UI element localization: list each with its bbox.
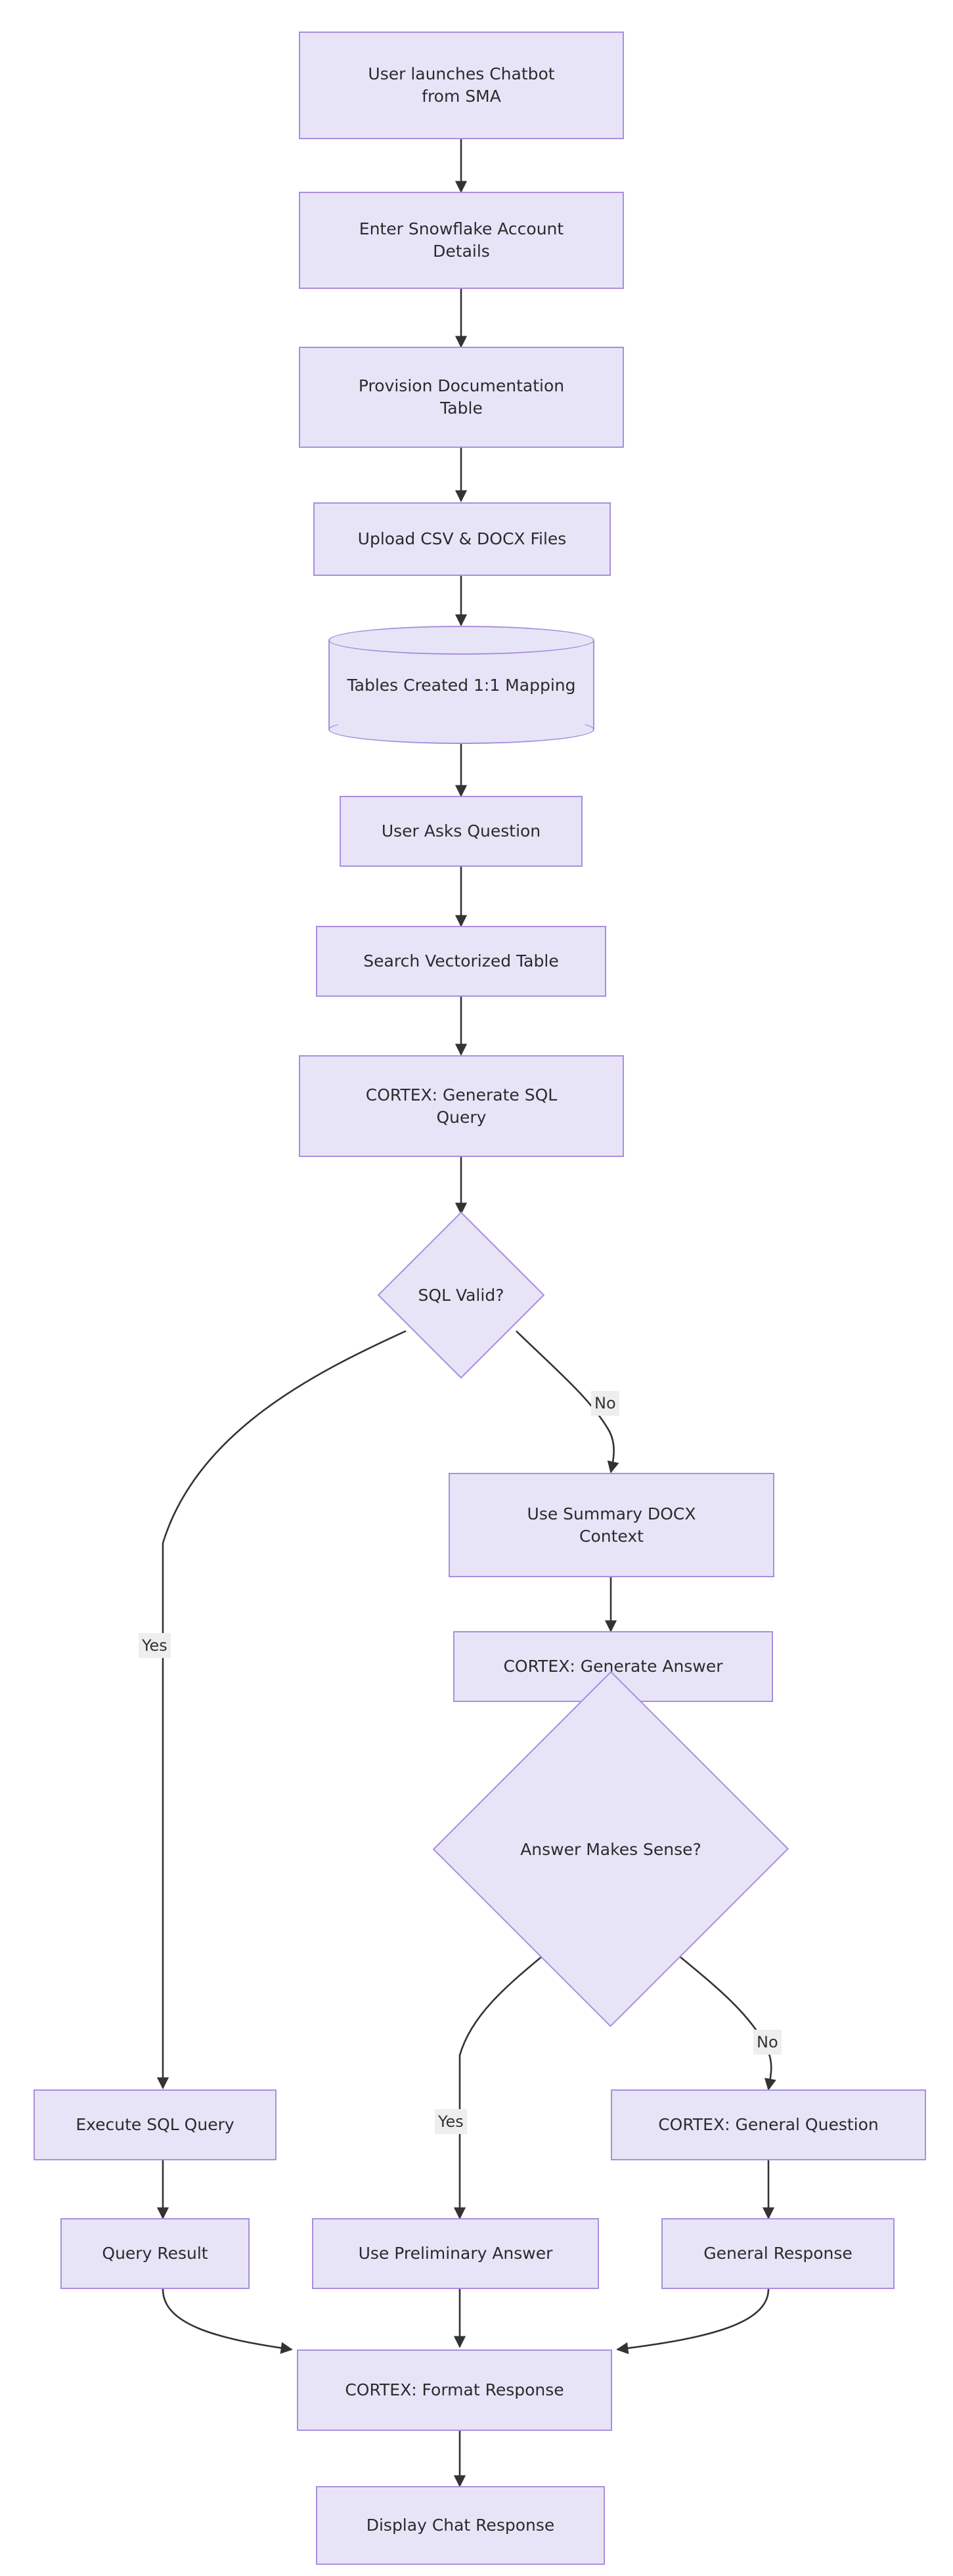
- node-query-result[interactable]: Query Result: [60, 2218, 250, 2289]
- cylinder-top: [328, 626, 594, 655]
- node-enter-account[interactable]: Enter Snowflake Account Details: [299, 192, 624, 289]
- node-label: Execute SQL Query: [76, 2115, 234, 2135]
- node-label: Query Result: [102, 2244, 208, 2263]
- node-label: User Asks Question: [381, 821, 541, 841]
- node-launch-chatbot[interactable]: User launches Chatbot from SMA: [299, 32, 624, 139]
- edge-label-answer-sense-no: No: [753, 2030, 782, 2055]
- node-execute-sql-query[interactable]: Execute SQL Query: [33, 2089, 277, 2160]
- node-label: CORTEX: Format Response: [345, 2380, 564, 2400]
- node-label: Search Vectorized Table: [363, 951, 559, 971]
- node-provision-table[interactable]: Provision Documentation Table: [299, 347, 624, 448]
- node-label: Tables Created 1:1 Mapping: [347, 675, 576, 695]
- node-search-vectorized-table[interactable]: Search Vectorized Table: [316, 926, 606, 997]
- node-label: Enter Snowflake Account Details: [359, 219, 564, 261]
- edge-label-answer-sense-yes: Yes: [435, 2109, 467, 2134]
- node-cortex-format-response[interactable]: CORTEX: Format Response: [297, 2349, 612, 2431]
- node-label: Display Chat Response: [366, 2516, 555, 2535]
- edge-result-to-format: [162, 2288, 293, 2354]
- node-label: General Response: [703, 2244, 853, 2263]
- node-user-asks-question[interactable]: User Asks Question: [340, 796, 583, 867]
- edge-genresp-to-format: [616, 2288, 770, 2355]
- node-generate-answer[interactable]: CORTEX: Generate Answer: [453, 1631, 773, 1702]
- node-label: Provision Documentation Table: [358, 376, 565, 418]
- edge-label-sql-valid-no: No: [591, 1391, 619, 1416]
- node-label: CORTEX: Generate SQL Query: [365, 1085, 558, 1127]
- edge-valid-yes: [156, 1330, 407, 2089]
- node-general-response[interactable]: General Response: [661, 2218, 895, 2289]
- edge-label-sql-valid-yes: Yes: [139, 1633, 171, 1658]
- node-label: Use Preliminary Answer: [358, 2244, 553, 2263]
- node-tables-created[interactable]: Tables Created 1:1 Mapping: [328, 626, 594, 744]
- node-use-summary-docx-context[interactable]: Use Summary DOCX Context: [449, 1473, 774, 1577]
- node-label: Upload CSV & DOCX Files: [357, 529, 567, 549]
- node-cortex-general-question[interactable]: CORTEX: General Question: [611, 2089, 926, 2160]
- node-label: SQL Valid?: [418, 1285, 504, 1305]
- node-label: Use Summary DOCX Context: [527, 1504, 696, 1546]
- edge-sense-yes: [453, 1944, 556, 2219]
- node-use-preliminary-answer[interactable]: Use Preliminary Answer: [312, 2218, 599, 2289]
- cylinder-bottom: [328, 715, 594, 744]
- node-label: CORTEX: Generate Answer: [503, 1657, 723, 1676]
- node-display-chat-response[interactable]: Display Chat Response: [316, 2486, 605, 2565]
- node-label: Answer Makes Sense?: [520, 1839, 701, 1859]
- node-answer-makes-sense-decision[interactable]: Answer Makes Sense?: [432, 1670, 789, 2028]
- node-generate-sql-query[interactable]: CORTEX: Generate SQL Query: [299, 1055, 624, 1157]
- node-label: CORTEX: General Question: [658, 2115, 879, 2135]
- node-upload-files[interactable]: Upload CSV & DOCX Files: [313, 502, 611, 576]
- node-sql-valid-decision[interactable]: SQL Valid?: [378, 1212, 544, 1378]
- node-label: User launches Chatbot from SMA: [368, 64, 555, 106]
